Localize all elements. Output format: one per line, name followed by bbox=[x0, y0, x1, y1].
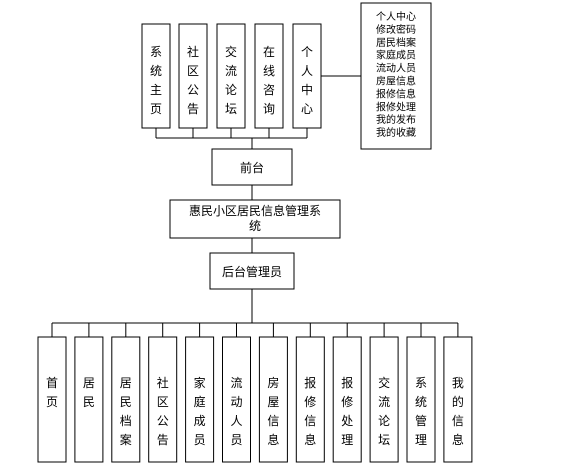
backend-module-box-label: 报修处理 bbox=[341, 375, 353, 447]
backend-module-box: 报修信息 bbox=[295, 336, 325, 463]
backend-module-box-label: 房屋信息 bbox=[267, 375, 279, 447]
personal-center-item: 报修信息 bbox=[376, 87, 416, 100]
backend-module-box-label: 首页 bbox=[46, 376, 58, 409]
backend-module-box-label: 社区公告 bbox=[157, 375, 169, 447]
backend-module-box-label: 我的信息 bbox=[452, 376, 464, 447]
front-module-box: 个人中心 bbox=[292, 23, 322, 129]
front-module-box-label: 在线咨询 bbox=[263, 45, 275, 116]
backend-admin-label: 后台管理员 bbox=[222, 264, 282, 279]
personal-center-item: 家庭成员 bbox=[376, 49, 416, 62]
front-modules: 系统主页 社区公告 交流论坛 在线咨询 个人中心 bbox=[141, 23, 322, 129]
backend-module-box: 系统管理 bbox=[406, 336, 436, 463]
front-desk-label: 前台 bbox=[240, 160, 264, 175]
backend-module-box-label: 流动人员 bbox=[230, 376, 242, 447]
backend-module-box: 社区公告 bbox=[148, 336, 178, 463]
backend-module-box-label: 报修信息 bbox=[304, 375, 316, 447]
front-module-box: 社区公告 bbox=[178, 23, 208, 129]
backend-module-box: 首页 bbox=[37, 336, 67, 463]
front-module-box-label: 交流论坛 bbox=[225, 44, 237, 116]
system-title-node: 惠民小区居民信息管理系统 bbox=[169, 199, 341, 239]
backend-module-box: 报修处理 bbox=[332, 336, 362, 463]
personal-center-item: 报修处理 bbox=[376, 100, 416, 113]
personal-center-item: 修改密码 bbox=[376, 23, 416, 36]
front-module-box: 系统主页 bbox=[141, 23, 171, 129]
backend-admin-node: 后台管理员 bbox=[209, 252, 295, 290]
front-module-box: 在线咨询 bbox=[254, 23, 284, 129]
front-module-box-label: 社区公告 bbox=[187, 44, 199, 116]
backend-module-box-label: 居民档案 bbox=[120, 376, 132, 447]
backend-module-box: 居民 bbox=[74, 336, 104, 463]
backend-module-box-label: 系统管理 bbox=[415, 376, 427, 447]
backend-module-box: 交流论坛 bbox=[369, 336, 399, 463]
backend-module-box: 流动人员 bbox=[222, 336, 251, 463]
personal-center-item: 房屋信息 bbox=[376, 75, 416, 88]
backend-module-box: 我的信息 bbox=[443, 336, 473, 463]
backend-module-box-label: 居民 bbox=[83, 376, 95, 409]
front-module-box-label: 系统主页 bbox=[150, 45, 162, 116]
personal-center-item: 我的发布 bbox=[376, 113, 416, 126]
personal-center-item: 个人中心 bbox=[376, 10, 416, 23]
personal-center-item: 居民档案 bbox=[376, 36, 416, 49]
backend-module-box: 家庭成员 bbox=[185, 336, 215, 463]
backend-module-box-label: 家庭成员 bbox=[194, 375, 206, 447]
backend-module-box: 居民档案 bbox=[111, 336, 141, 463]
backend-module-box: 房屋信息 bbox=[258, 336, 288, 463]
backend-module-box-label: 交流论坛 bbox=[378, 375, 390, 447]
personal-center-item: 我的收藏 bbox=[376, 126, 416, 139]
front-module-box-label: 个人中心 bbox=[301, 45, 313, 116]
system-title-label: 惠民小区居民信息管理系统 bbox=[189, 203, 321, 233]
front-desk-node: 前台 bbox=[211, 148, 293, 186]
personal-center-item: 流动人员 bbox=[376, 62, 416, 75]
front-module-box: 交流论坛 bbox=[216, 23, 246, 129]
